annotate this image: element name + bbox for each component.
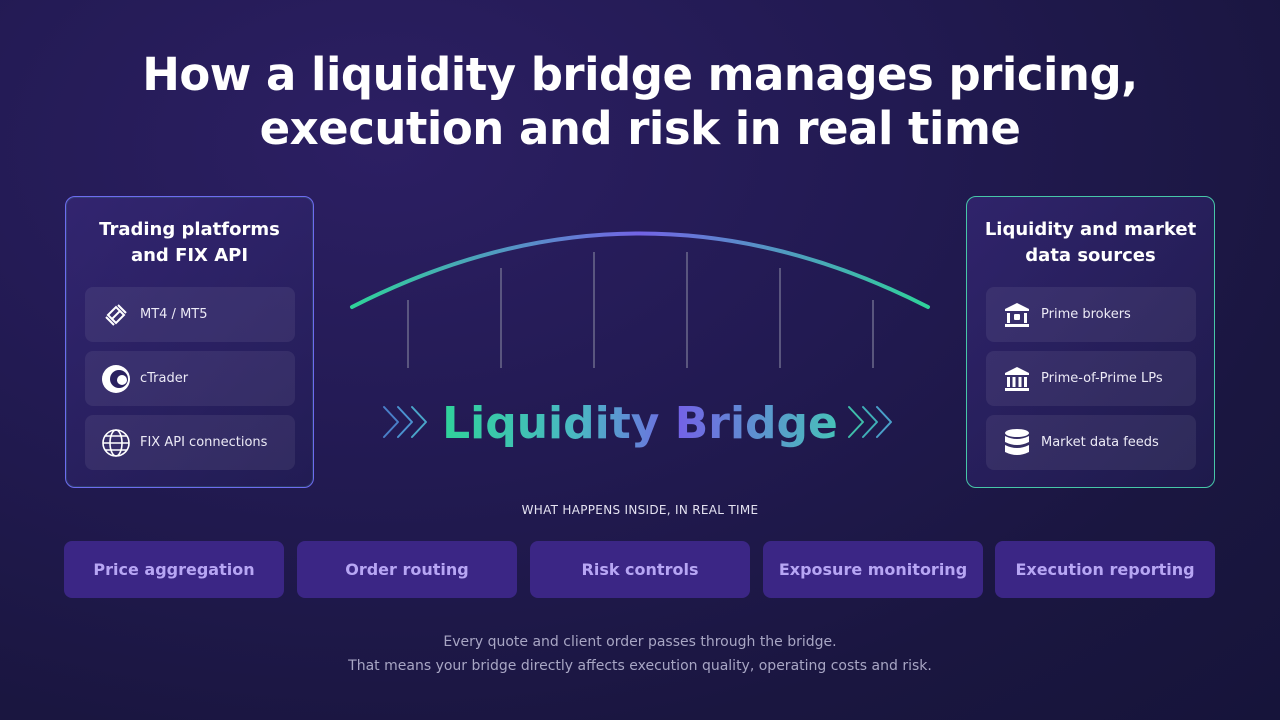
source-item-market-data[interactable]: Market data feeds	[986, 415, 1196, 470]
footer-line-2: That means your bridge directly affects …	[348, 658, 932, 674]
panel-title-line-2: data sources	[1025, 245, 1156, 266]
bridge-arch	[350, 231, 930, 309]
platform-item-mt4-mt5[interactable]: MT4 / MT5	[85, 287, 295, 342]
panel-title: Trading platforms and FIX API	[66, 217, 313, 269]
panel-title: Liquidity and market data sources	[967, 217, 1214, 269]
bank-icon	[1001, 363, 1033, 395]
platform-item-label: MT4 / MT5	[140, 307, 208, 322]
bridge-arch-graphic	[350, 231, 930, 368]
liquidity-bridge-label: Liquidity Bridge	[440, 396, 840, 452]
platform-item-label: cTrader	[140, 371, 189, 386]
title-line-1: How a liquidity bridge manages pricing,	[142, 48, 1138, 101]
panel-title-line-1: Liquidity and market	[984, 219, 1197, 240]
process-step-execution-reporting[interactable]: Execution reporting	[995, 541, 1215, 598]
source-item-prime-of-prime[interactable]: Prime-of-Prime LPs	[986, 351, 1196, 406]
page-title: How a liquidity bridge manages pricing, …	[0, 48, 1280, 156]
chain-link-icon	[100, 299, 132, 331]
platform-item-ctrader[interactable]: cTrader	[85, 351, 295, 406]
process-step-exposure-monitoring[interactable]: Exposure monitoring	[763, 541, 983, 598]
title-line-2: execution and risk in real time	[259, 102, 1021, 155]
panel-title-line-1: Trading platforms	[99, 219, 280, 240]
platform-item-fix-api[interactable]: FIX API connections	[85, 415, 295, 470]
process-step-risk-controls[interactable]: Risk controls	[530, 541, 750, 598]
source-item-prime-brokers[interactable]: Prime brokers	[986, 287, 1196, 342]
process-caption: WHAT HAPPENS INSIDE, IN REAL TIME	[521, 503, 759, 517]
liquidity-sources-panel: Liquidity and market data sources Prime …	[966, 196, 1215, 488]
trading-platforms-panel: Trading platforms and FIX API MT4 / MT5 …	[65, 196, 314, 488]
source-item-label: Market data feeds	[1041, 435, 1159, 450]
source-item-label: Prime brokers	[1041, 307, 1131, 322]
ctrader-logo-icon	[100, 363, 132, 395]
process-step-order-routing[interactable]: Order routing	[297, 541, 517, 598]
panel-title-line-2: and FIX API	[130, 245, 249, 266]
database-icon	[1001, 427, 1033, 459]
platform-item-label: FIX API connections	[140, 435, 268, 450]
source-item-label: Prime-of-Prime LPs	[1041, 371, 1163, 386]
process-step-price-aggregation[interactable]: Price aggregation	[64, 541, 284, 598]
chevrons-right-icon	[848, 406, 892, 438]
chevrons-right-icon	[383, 406, 427, 438]
footer-line-1: Every quote and client order passes thro…	[443, 634, 837, 650]
bank-icon	[1001, 299, 1033, 331]
globe-icon	[100, 427, 132, 459]
